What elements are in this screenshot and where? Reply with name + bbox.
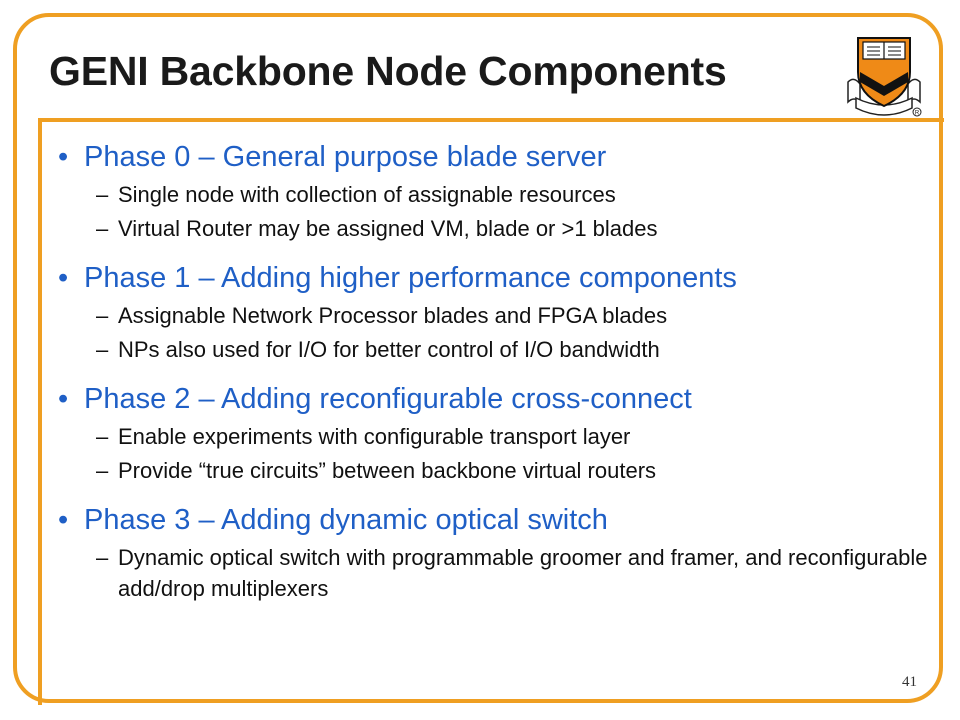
phase-block: • Phase 3 – Adding dynamic optical switch…	[58, 501, 938, 604]
page-number: 41	[902, 674, 917, 690]
slide-frame	[13, 13, 943, 703]
sub-item: –Enable experiments with configurable tr…	[96, 421, 938, 452]
phase-heading-text: Phase 3 – Adding dynamic optical switch	[84, 504, 608, 536]
bullet-icon: •	[58, 504, 69, 536]
dash-icon: –	[96, 303, 109, 328]
sub-item-text: Assignable Network Processor blades and …	[118, 303, 668, 328]
phase-block: • Phase 0 – General purpose blade server –…	[58, 138, 938, 244]
phase-heading-text: Phase 0 – General purpose blade server	[84, 141, 607, 173]
sub-item: –NPs also used for I/O for better contro…	[96, 334, 938, 365]
slide-content: • Phase 0 – General purpose blade server –…	[58, 138, 938, 619]
slide-title: GENI Backbone Node Components	[49, 48, 727, 94]
sub-item-text: NPs also used for I/O for better control…	[118, 337, 660, 362]
dash-icon: –	[96, 424, 109, 449]
sub-item: –Dynamic optical switch with programmabl…	[96, 542, 938, 604]
phase-block: • Phase 1 – Adding higher performance com…	[58, 259, 938, 365]
princeton-shield-icon: R	[846, 32, 922, 118]
phase-heading-text: Phase 2 – Adding reconfigurable cross-co…	[84, 383, 692, 415]
dash-icon: –	[96, 545, 109, 570]
title-divider	[42, 118, 944, 122]
sub-item-text: Single node with collection of assignabl…	[118, 182, 616, 207]
sub-item: –Provide “true circuits” between backbon…	[96, 455, 938, 486]
dash-icon: –	[96, 337, 109, 362]
sub-item-text: Dynamic optical switch with programmable…	[118, 545, 928, 601]
dash-icon: –	[96, 182, 109, 207]
sub-item-text: Provide “true circuits” between backbone…	[118, 458, 657, 483]
sub-item: –Assignable Network Processor blades and…	[96, 300, 938, 331]
sub-item-text: Enable experiments with configurable tra…	[118, 424, 631, 449]
dash-icon: –	[96, 216, 109, 241]
phase-heading: • Phase 3 – Adding dynamic optical switch	[58, 501, 938, 539]
sub-item-text: Virtual Router may be assigned VM, blade…	[118, 216, 658, 241]
sub-item: –Single node with collection of assignab…	[96, 179, 938, 210]
bullet-icon: •	[58, 383, 69, 415]
dash-icon: –	[96, 458, 109, 483]
svg-text:R: R	[915, 111, 920, 117]
bullet-icon: •	[58, 262, 69, 294]
bullet-icon: •	[58, 141, 69, 173]
phase-block: • Phase 2 – Adding reconfigurable cross-c…	[58, 380, 938, 486]
sub-item: –Virtual Router may be assigned VM, blad…	[96, 213, 938, 244]
phase-heading: • Phase 1 – Adding higher performance com…	[58, 259, 938, 297]
phase-heading-text: Phase 1 – Adding higher performance comp…	[84, 262, 737, 294]
phase-heading: • Phase 0 – General purpose blade server	[58, 138, 938, 176]
phase-heading: • Phase 2 – Adding reconfigurable cross-c…	[58, 380, 938, 418]
left-divider	[38, 118, 42, 705]
